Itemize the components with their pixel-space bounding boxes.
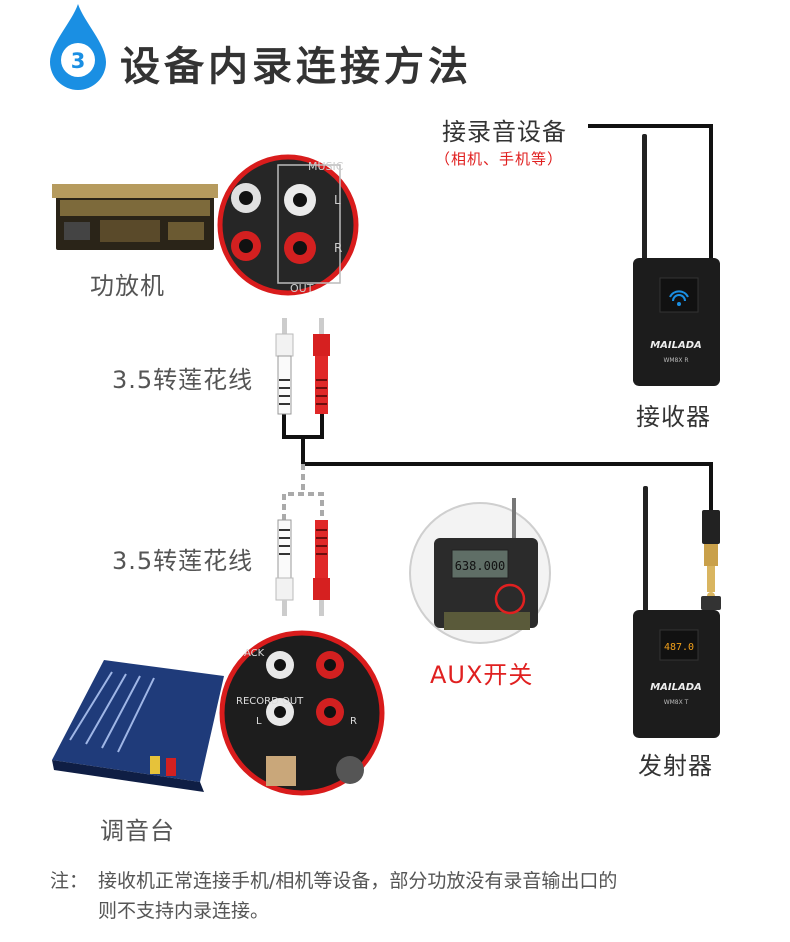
upper-rca-join: [282, 414, 324, 439]
record-device-examples: （相机、手机等）: [435, 150, 564, 168]
upper-rca-plugs: [275, 318, 330, 415]
main-cable: [301, 437, 713, 510]
transmitter-label: 发射器: [638, 752, 713, 780]
out-label: OUT: [290, 282, 314, 295]
transmitter-image: 487.0 MAILADA WM8X T: [633, 486, 721, 738]
wires: [282, 124, 713, 510]
aux-switch-zoom: 638.000: [409, 498, 551, 644]
record-wire: [588, 124, 713, 258]
page-title: 设备内录连接方法: [120, 44, 472, 90]
amplifier-label: 功放机: [90, 272, 165, 300]
receiver-label: 接收器: [636, 403, 711, 431]
receiver-model: WM8X R: [663, 357, 688, 364]
transmitter-display: 487.0: [664, 642, 694, 653]
note-line-2: 则不支持内录连接。: [98, 900, 270, 922]
transmitter-brand: MAILADA: [650, 682, 702, 693]
aux-switch-label: AUX开关: [430, 661, 534, 689]
receiver-brand: MAILADA: [650, 340, 702, 351]
mixer-right-label: R: [350, 716, 357, 727]
note-line-1: 接收机正常连接手机/相机等设备，部分功放没有录音输出口的: [98, 870, 618, 892]
upper-cable-label: 3.5转莲花线: [112, 366, 254, 394]
receiver-image: MAILADA WM8X R: [633, 134, 720, 386]
lower-cable-label: 3.5转莲花线: [112, 547, 254, 575]
left-label: L: [334, 193, 341, 207]
back-label: ACK: [244, 648, 265, 659]
mixer-left-label: L: [256, 716, 262, 727]
aux-lcd: 638.000: [455, 559, 506, 573]
music-label: MUSIC: [308, 160, 344, 173]
right-label: R: [334, 241, 342, 255]
amplifier-image: [52, 184, 218, 250]
record-out-label: RECORD OUT: [236, 696, 304, 707]
transmitter-model: WM8X T: [664, 699, 689, 706]
step-number: 3: [71, 49, 86, 73]
amplifier-jack-zoom: MUSIC OUT L R: [217, 154, 359, 296]
note-prefix: 注：: [50, 870, 89, 892]
mixer-jack-zoom: ACK RECORD OUT L R: [219, 630, 385, 796]
step-badge: 3: [50, 4, 106, 90]
mixer-image: [52, 660, 224, 792]
mixer-label: 调音台: [100, 817, 175, 845]
lower-rca-plugs: [275, 519, 330, 616]
lower-cable-join: [282, 464, 324, 520]
record-device-label: 接录音设备: [442, 118, 567, 146]
